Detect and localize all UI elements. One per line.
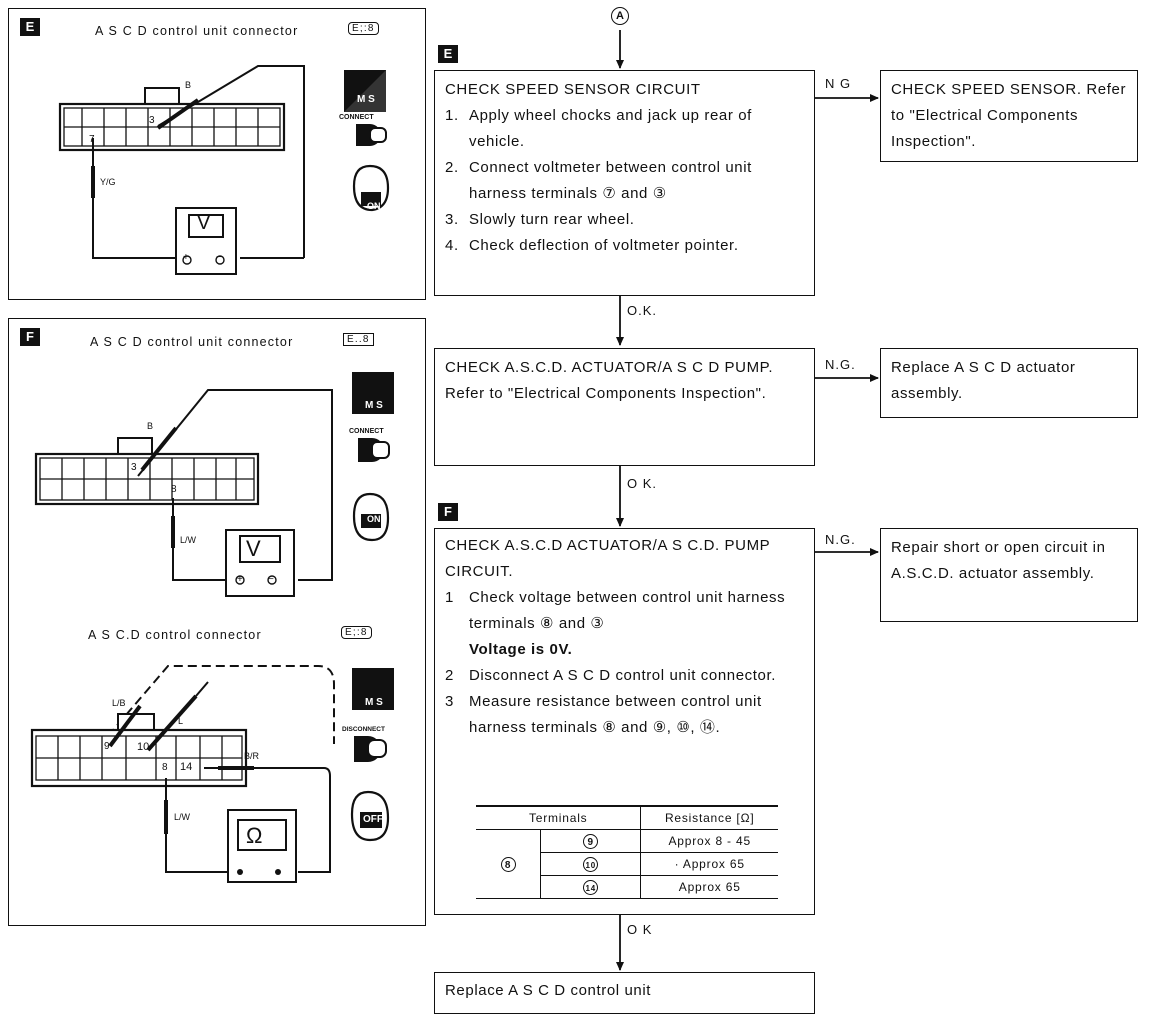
offpage-connector-a: A bbox=[611, 7, 629, 25]
ng1-label: N G bbox=[825, 76, 852, 92]
ng2-label: N.G. bbox=[825, 357, 856, 373]
panel-e-connect-label: CONNECT bbox=[339, 114, 374, 121]
panel-f-bottom-ms-icon: M S bbox=[365, 697, 383, 708]
panel-e-pin-3: 3 bbox=[149, 115, 155, 126]
table-value: Approx 65 bbox=[640, 875, 778, 899]
ok3-label: O K bbox=[627, 922, 653, 938]
panel-f-top-meter-minus: − bbox=[268, 574, 274, 585]
table-head-terminals: Terminals bbox=[476, 805, 641, 830]
panel-f-bottom-off-icon: OFF bbox=[363, 814, 383, 825]
panel-f-bottom-wire-lb: L/B bbox=[112, 698, 126, 708]
final-box: Replace A S C D control unit bbox=[434, 972, 815, 1014]
panel-f-bottom-wire-br: B/R bbox=[244, 751, 260, 761]
panel-f-top-connect-label: CONNECT bbox=[349, 428, 384, 435]
ng1-box: CHECK SPEED SENSOR. Refer to "Electrical… bbox=[880, 70, 1138, 162]
flow-tag-e: E bbox=[438, 45, 458, 63]
panel-f-top-meter-label: V bbox=[246, 536, 261, 561]
ok1-label: O.K. bbox=[627, 303, 658, 319]
panel-f-top-wire-b: B bbox=[147, 421, 154, 431]
panel-f-top-meter-plus: + bbox=[237, 574, 243, 585]
step3-item1-bold: Voltage is 0V. bbox=[469, 641, 573, 658]
ng3-box: Repair short or open circuit in A.S.C.D.… bbox=[880, 528, 1138, 622]
panel-f-top-on-icon: ON bbox=[367, 514, 381, 524]
panel-f-bottom-connector-code: E;:8 bbox=[341, 626, 372, 639]
ng3-label: N.G. bbox=[825, 532, 856, 548]
panel-f-bottom-wire-l: L bbox=[178, 716, 184, 726]
panel-f-top-wire-lw: L/W bbox=[180, 535, 197, 545]
resistance-table: Terminals Resistance [Ω] 8 9 Approx 8 - … bbox=[476, 805, 778, 899]
panel-f-bottom-meter-label: Ω bbox=[246, 823, 263, 848]
table-value: Approx 8 - 45 bbox=[640, 829, 778, 853]
ng2-box: Replace A S C D actuator assembly. bbox=[880, 348, 1138, 418]
step1-item: 4.Check deflection of voltmeter pointer. bbox=[445, 237, 739, 254]
table-to-terminal: 9 bbox=[539, 829, 641, 853]
step2-box: CHECK A.S.C.D. ACTUATOR/A S C D PUMP. Re… bbox=[434, 348, 815, 466]
panel-f-top-diagram bbox=[34, 372, 394, 597]
table-from-terminal: 8 bbox=[476, 829, 541, 899]
panel-f-bottom-diagram bbox=[30, 665, 394, 883]
table-to-terminal: 10 bbox=[539, 852, 641, 876]
table-value: · Approx 65 bbox=[640, 852, 778, 876]
panel-f-top-connector-code: E..8 bbox=[343, 333, 374, 346]
ok2-label: O K. bbox=[627, 476, 658, 492]
step1-item: 3.Slowly turn rear wheel. bbox=[445, 211, 635, 228]
step3-title: CHECK A.S.C.D ACTUATOR/A S C.D. PUMP CIR… bbox=[445, 537, 770, 580]
panel-e-pin-7: 7 bbox=[89, 134, 95, 145]
panel-f-bottom-title: A S C.D control connector bbox=[88, 628, 262, 642]
panel-e-on-icon: ON bbox=[367, 201, 381, 211]
panel-f-top-ms-icon: M S bbox=[365, 400, 383, 411]
step1-box: CHECK SPEED SENSOR CIRCUIT 1.Apply wheel… bbox=[434, 70, 815, 296]
panel-f-bottom-pin-8: 8 bbox=[162, 762, 168, 773]
panel-f-tag: F bbox=[20, 328, 40, 346]
panel-e-ms-icon: M S bbox=[357, 94, 375, 105]
panel-e-connector-code: E;:8 bbox=[348, 22, 379, 35]
step1-item: 1.Apply wheel chocks and jack up rear of… bbox=[445, 107, 752, 150]
panel-e-title: A S C D control unit connector bbox=[95, 24, 299, 38]
panel-e-meter-label: V bbox=[197, 212, 211, 234]
panel-e-meter-plus: + bbox=[183, 252, 189, 263]
panel-f-bottom-pin-10: 10 bbox=[137, 741, 150, 753]
panel-e-meter-minus: − bbox=[216, 252, 222, 263]
panel-f-top-title: A S C D control unit connector bbox=[90, 335, 294, 349]
panel-f-bottom-pin-14: 14 bbox=[180, 761, 193, 773]
panel-f-bottom-wire-lw: L/W bbox=[174, 812, 191, 822]
panel-f-bottom-disconnect-label: DISCONNECT bbox=[342, 726, 385, 733]
step1-item: 2.Connect voltmeter between control unit… bbox=[445, 159, 752, 202]
step3-item1-text: Check voltage between control unit harne… bbox=[469, 589, 786, 632]
panel-e-wire-yg: Y/G bbox=[100, 177, 116, 187]
table-row: 10 · Approx 65 bbox=[476, 852, 778, 876]
step1-title: CHECK SPEED SENSOR CIRCUIT bbox=[445, 81, 701, 98]
panel-e-tag: E bbox=[20, 18, 40, 36]
table-row: 8 9 Approx 8 - 45 bbox=[476, 829, 778, 899]
panel-f-bottom-pin-9: 9 bbox=[104, 741, 110, 752]
step1-list: 1.Apply wheel chocks and jack up rear of… bbox=[445, 103, 804, 259]
table-head-resistance: Resistance [Ω] bbox=[640, 805, 778, 830]
panel-e-diagram bbox=[58, 65, 390, 275]
table-to-terminal: 14 bbox=[539, 875, 641, 899]
panel-e-wire-b: B bbox=[185, 80, 192, 90]
flow-tag-f: F bbox=[438, 503, 458, 521]
panel-f-top-pin-8: 8 bbox=[171, 484, 177, 495]
table-row: 14 Approx 65 bbox=[476, 875, 778, 899]
panel-f-top-pin-3: 3 bbox=[131, 462, 137, 473]
